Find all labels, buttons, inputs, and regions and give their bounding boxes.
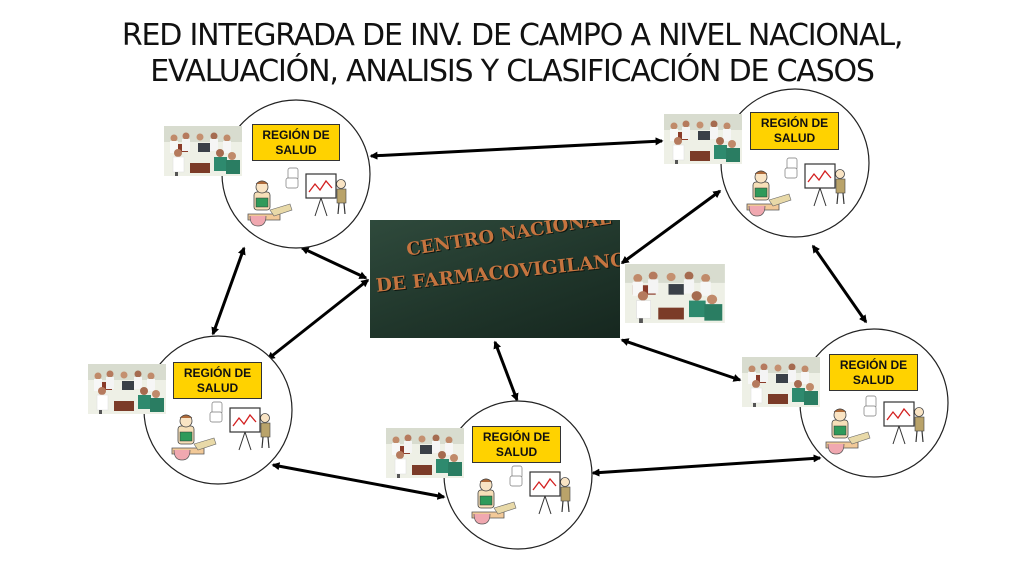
region-2-photo <box>663 113 743 165</box>
arrow-region1-region3 <box>211 246 246 336</box>
center-node: CENTRO NACIONAL DE FARMACOVIGILANCIA <box>370 220 620 338</box>
arrow-region3-region4 <box>271 462 446 500</box>
region-4-photo <box>385 427 465 479</box>
page-title: RED INTEGRADA DE INV. DE CAMPO A NIVEL N… <box>0 18 1024 90</box>
arrow-region2-center <box>620 189 722 265</box>
arrow-region4-region5 <box>591 454 822 477</box>
arrow-region3-center <box>266 278 370 361</box>
center-photo <box>624 263 726 324</box>
region-1-photo <box>163 125 243 177</box>
arrow-region1-center <box>300 246 368 280</box>
arrow-center-region4 <box>493 340 519 402</box>
region-5-photo <box>741 356 821 408</box>
arrow-region1-region2 <box>369 137 664 160</box>
region-3-photo <box>87 363 167 415</box>
title-line-1: RED INTEGRADA DE INV. DE CAMPO A NIVEL N… <box>121 18 904 53</box>
arrow-region2-region5 <box>811 244 868 324</box>
title-line-2: EVALUACIÓN, ANALISIS Y CLASIFICACIÓN DE … <box>150 54 875 89</box>
arrow-center-region5 <box>620 338 742 382</box>
connection-arrows <box>211 137 868 500</box>
